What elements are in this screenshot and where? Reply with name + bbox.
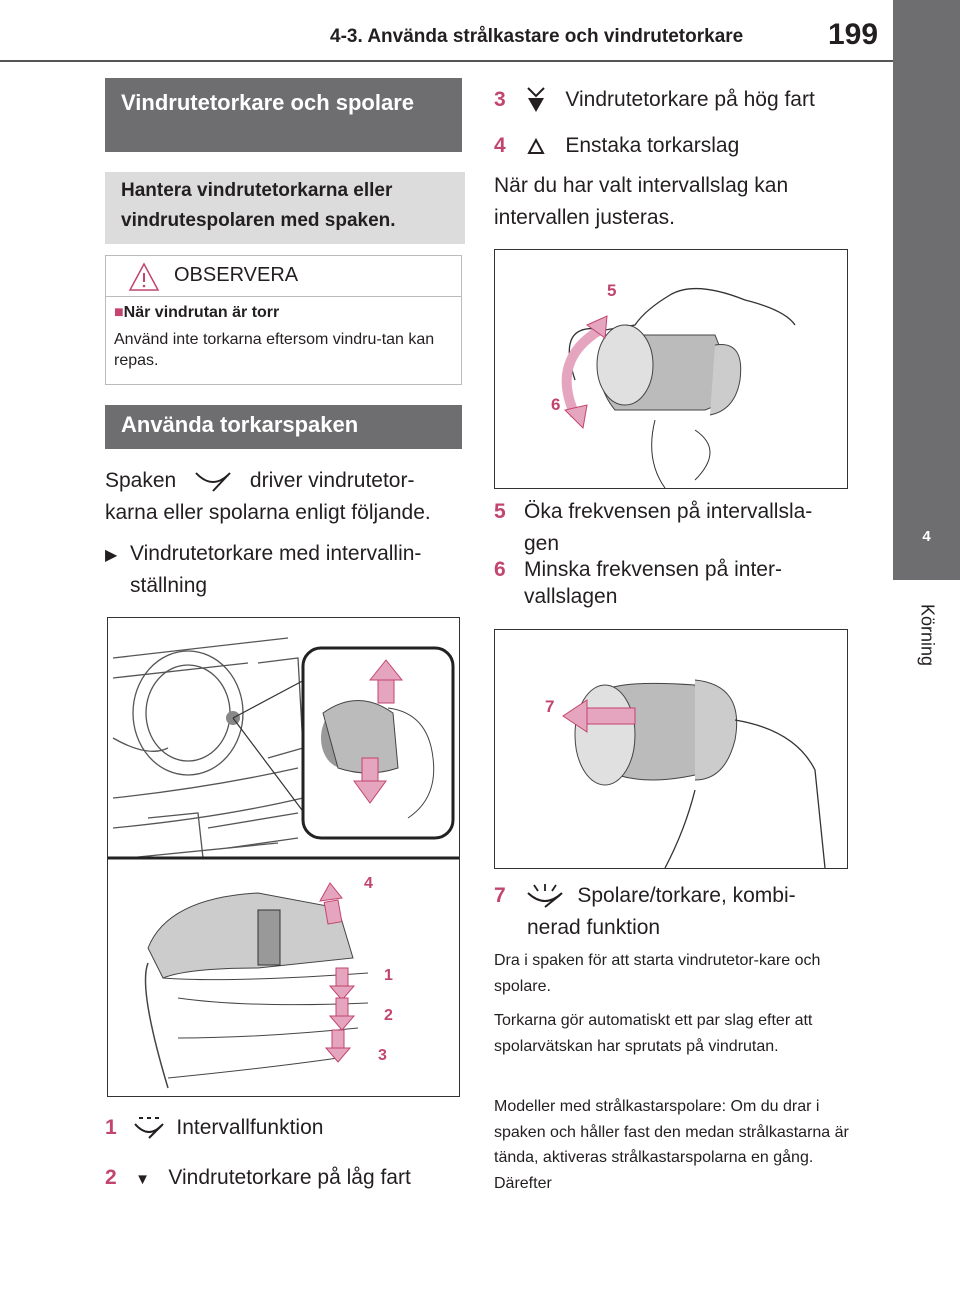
arrow-bullet-icon: ▶ xyxy=(105,547,118,564)
section-title-wipers: Vindrutetorkare och spolare xyxy=(105,78,462,152)
wiper-icon xyxy=(182,469,244,493)
small-paragraph-1: Dra i spaken för att starta vindrutetor-… xyxy=(494,952,821,995)
fig-label-5: 5 xyxy=(607,281,616,300)
washer-wiper-icon xyxy=(518,883,572,909)
header-rule xyxy=(0,60,960,62)
item-3: 3 Vindrutetorkare på hög fart xyxy=(494,84,815,116)
chapter-name: Körning xyxy=(917,603,937,667)
notice-text: Använd inte torkarna eftersom vindru-tan… xyxy=(114,331,435,369)
section-title-lever: Använda torkarspaken xyxy=(105,405,462,449)
notice-box: OBSERVERA ■När vindrutan är torr Använd … xyxy=(105,255,462,385)
item-2: 2 ▼ Vindrutetorkare på låg fart xyxy=(105,1162,411,1194)
high-speed-icon xyxy=(512,86,560,114)
item-4: 4 Enstaka torkarslag xyxy=(494,134,740,157)
intro-box: Hantera vindrutetorkarna eller vindrutes… xyxy=(105,172,465,244)
item-7: 7 Spolare/torkare, kombi- nerad funktion xyxy=(494,883,796,939)
fig-label-2: 2 xyxy=(384,1007,393,1024)
small-paragraph-3: Modeller med strålkastarspolare: Om du d… xyxy=(494,1098,849,1192)
item-5: 5 Öka frekvensen på intervallsla-gen xyxy=(494,500,813,555)
notice-divider xyxy=(106,296,461,297)
small-paragraph-2: Torkarna gör automatiskt ett par slag ef… xyxy=(494,1012,813,1055)
intermittent-wiper-icon xyxy=(129,1116,169,1140)
page-number: 199 xyxy=(828,18,879,51)
item-1: 1 Intervallfunktion xyxy=(105,1116,324,1140)
lever-paragraph: Spaken driver vindrutetor- karna eller s… xyxy=(105,469,431,524)
warning-triangle-icon xyxy=(128,262,160,297)
fig-label-4: 4 xyxy=(364,875,373,892)
fig-label-3: 3 xyxy=(378,1047,387,1064)
fig-label-6: 6 xyxy=(551,395,560,414)
notice-heading: OBSERVERA xyxy=(174,264,299,286)
figure-washer-pull: 7 xyxy=(494,629,848,869)
bullet-item: ▶ Vindrutetorkare med intervallin-ställn… xyxy=(105,542,422,597)
notice-subheading: ■När vindrutan är torr xyxy=(114,304,280,321)
figure-wiper-lever-positions: 4 1 2 3 xyxy=(107,617,460,1097)
header-section-title: 4-3. Använda strålkastare och vindruteto… xyxy=(330,26,744,47)
fig-label-7: 7 xyxy=(545,697,554,716)
square-bullet-icon: ■ xyxy=(114,304,124,321)
interval-paragraph: När du har valt intervallslag kan interv… xyxy=(494,174,789,229)
chapter-number: 4 xyxy=(922,528,931,545)
low-speed-triangle-icon: ▼ xyxy=(135,1171,150,1188)
item-6: 6 Minska frekvensen på inter-vallslagen xyxy=(494,558,782,609)
chapter-tab xyxy=(893,0,960,580)
single-wipe-icon xyxy=(512,135,560,157)
fig-label-1: 1 xyxy=(384,967,393,984)
figure-interval-adjust: 5 6 xyxy=(494,249,848,489)
